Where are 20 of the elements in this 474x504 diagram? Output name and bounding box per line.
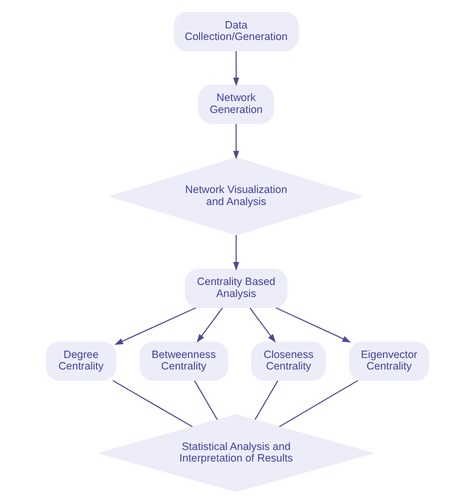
arrow (232, 124, 239, 160)
node-diamond: Network Visualization and Analysis (108, 157, 364, 236)
node-box: Data Collection/Generation (173, 12, 298, 52)
arrow (275, 307, 351, 342)
arrow (232, 51, 239, 86)
connector (194, 380, 218, 420)
connector (278, 380, 358, 428)
node-box: Centrality Based Analysis (184, 268, 288, 308)
arrow (114, 307, 196, 345)
node-box: Degree Centrality (45, 341, 116, 381)
arrow (196, 308, 222, 343)
arrow (249, 308, 276, 343)
arrow (232, 235, 239, 271)
connector (112, 380, 192, 428)
node-box: Network Generation (198, 84, 274, 124)
node-box: Closeness Centrality (250, 341, 326, 381)
node-box: Eigenvector Centrality (348, 341, 429, 381)
connector (254, 380, 278, 420)
node-box: Betweenness Centrality (138, 341, 228, 381)
node-diamond: Statistical Analysis and Interpretation of Results (96, 414, 375, 492)
